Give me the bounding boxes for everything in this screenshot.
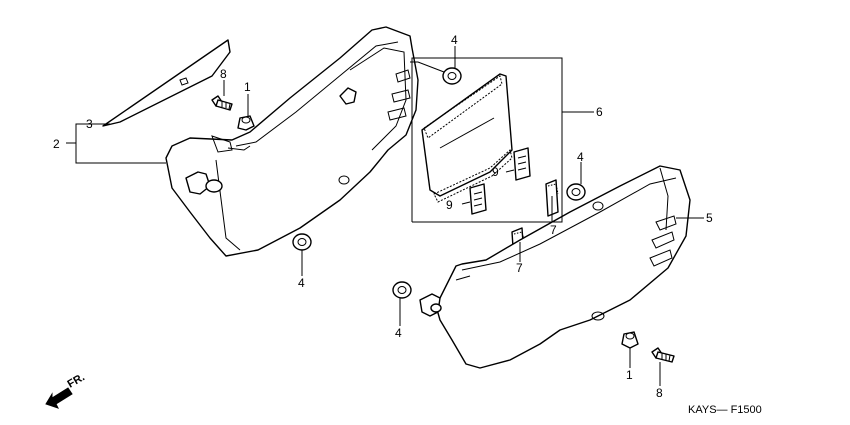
callout-9a: 9 xyxy=(446,198,453,212)
callout-6: 6 xyxy=(596,105,603,119)
callout-7b: 7 xyxy=(550,223,557,237)
grommet-4c xyxy=(292,233,312,251)
collar-1b xyxy=(621,331,639,349)
callout-4a: 4 xyxy=(451,33,458,47)
callout-1a: 1 xyxy=(244,80,251,94)
callout-8b: 8 xyxy=(656,386,663,400)
callout-7a: 7 xyxy=(516,261,523,275)
bolt-8b xyxy=(651,347,675,363)
callout-4d: 4 xyxy=(395,326,402,340)
callout-4b: 4 xyxy=(577,150,584,164)
callout-1b: 1 xyxy=(626,368,633,382)
right-side-cover xyxy=(419,165,691,369)
caution-label-9a xyxy=(469,183,487,215)
grommet-4b xyxy=(566,183,586,201)
diagram-code: KAYS— F1500 xyxy=(688,404,762,416)
callout-3: 3 xyxy=(86,117,93,131)
callout-9b: 9 xyxy=(492,165,499,179)
caution-label-9b xyxy=(513,147,531,181)
grommet-4d xyxy=(392,281,412,299)
sponge-kit xyxy=(421,73,513,203)
front-arrow-icon xyxy=(45,387,73,409)
emblem-decal xyxy=(102,39,231,127)
collar-1a xyxy=(237,115,255,131)
grommet-4a xyxy=(442,67,462,85)
callout-8a: 8 xyxy=(220,67,227,81)
left-side-cover xyxy=(165,26,419,257)
front-direction-marker: FR. xyxy=(45,371,87,409)
callout-4c: 4 xyxy=(298,276,305,290)
callout-2: 2 xyxy=(53,137,60,151)
front-label: FR. xyxy=(66,371,87,390)
leader-lines xyxy=(66,46,704,386)
callout-5: 5 xyxy=(706,211,713,225)
bolt-8a xyxy=(211,95,233,111)
callout-labels: 1 1 2 3 4 4 4 4 5 6 7 7 8 8 9 9 xyxy=(53,33,713,400)
